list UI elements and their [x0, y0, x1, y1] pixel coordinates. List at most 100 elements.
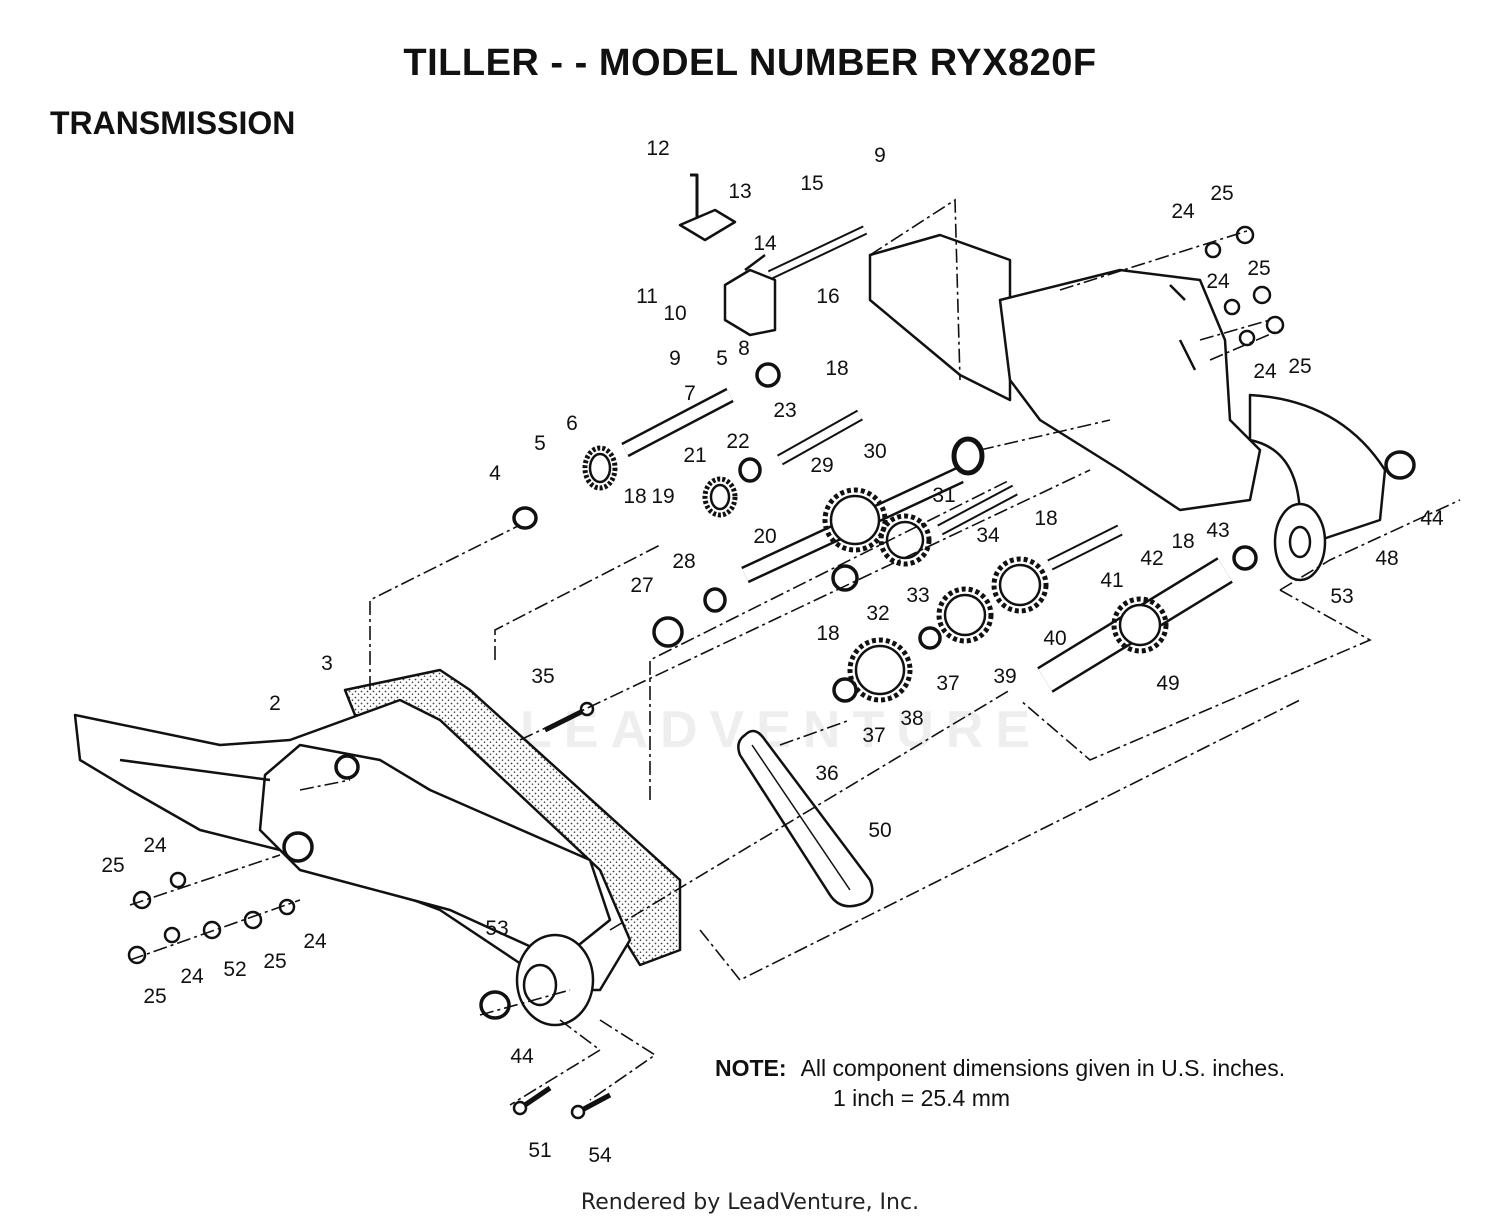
callout-25: 25 [101, 854, 124, 877]
callout-31: 31 [932, 484, 955, 507]
shift-plate-13 [678, 173, 737, 242]
callout-9: 9 [874, 144, 886, 167]
watermark: LEADVENTURE [520, 701, 1043, 759]
callout-13: 13 [728, 180, 751, 203]
note-label: NOTE: [715, 1055, 787, 1081]
callout-42: 42 [1140, 547, 1163, 570]
callout-6: 6 [566, 412, 578, 435]
callout-18: 18 [816, 622, 839, 645]
sprocket-40 [991, 556, 1049, 614]
callout-12: 12 [646, 137, 669, 160]
left-housing-panel [73, 668, 682, 992]
callout-51: 51 [528, 1139, 551, 1162]
callout-23: 23 [773, 399, 796, 422]
callout-36: 36 [815, 762, 838, 785]
callout-7: 7 [684, 382, 696, 405]
sprocket-38 [847, 637, 913, 703]
bushings [282, 362, 1416, 1020]
callout-25: 25 [143, 985, 166, 1008]
sprocket-39 [936, 586, 994, 644]
callout-54: 54 [588, 1144, 612, 1167]
callout-32: 32 [866, 602, 889, 625]
callout-40: 40 [1043, 627, 1066, 650]
sprocket-33 [878, 513, 932, 567]
callout-18: 18 [623, 485, 646, 508]
callout-24: 24 [303, 930, 327, 953]
footer-credit: Rendered by LeadVenture, Inc. [580, 1190, 920, 1215]
gear-21 [702, 476, 738, 518]
note-block: NOTE: All component dimensions given in U… [715, 1053, 1285, 1113]
callout-14: 14 [753, 232, 777, 255]
callout-29: 29 [810, 454, 833, 477]
callout-18: 18 [825, 357, 848, 380]
note-line-2: 1 inch = 25.4 mm [833, 1085, 1011, 1111]
callout-37: 37 [936, 672, 959, 695]
section-title: TRANSMISSION [50, 105, 296, 141]
note-line-1: All component dimensions given in U.S. i… [800, 1055, 1286, 1081]
right-housing-panel [868, 233, 1387, 582]
callout-19: 19 [651, 485, 674, 508]
right-hardware [1204, 225, 1285, 347]
callout-8: 8 [738, 337, 750, 360]
bearing-31 [951, 436, 985, 476]
callout-25: 25 [1247, 257, 1270, 280]
pulley-53-front [515, 933, 595, 1027]
callout-28: 28 [672, 550, 695, 573]
callout-22: 22 [726, 430, 749, 453]
callout-35: 35 [531, 665, 554, 688]
callout-18: 18 [1034, 507, 1057, 530]
callout-20: 20 [753, 525, 776, 548]
callout-24: 24 [143, 834, 167, 857]
callout-15: 15 [800, 172, 823, 195]
callout-18: 18 [1171, 530, 1194, 553]
drive-belt-50 [737, 729, 874, 908]
callout-52: 52 [223, 958, 246, 981]
callout-37: 37 [862, 724, 885, 747]
callout-4: 4 [489, 462, 501, 485]
bolt-51 [512, 1085, 552, 1116]
callout-44: 44 [510, 1045, 534, 1068]
callout-9: 9 [669, 347, 681, 370]
callout-24: 24 [1206, 270, 1230, 293]
callout-49: 49 [1156, 672, 1179, 695]
callout-41: 41 [1100, 569, 1123, 592]
callout-48: 48 [1375, 547, 1398, 570]
callout-44: 44 [1420, 507, 1444, 530]
shaft-41 [1047, 524, 1123, 571]
callout-3: 3 [321, 652, 333, 675]
shaft-7 [621, 387, 734, 458]
callout-2: 2 [269, 692, 281, 715]
assembly-lines [129, 198, 1461, 1106]
callout-16: 16 [816, 285, 839, 308]
bolt-35 [543, 701, 595, 733]
callout-53: 53 [1330, 585, 1353, 608]
callout-50: 50 [868, 819, 891, 842]
callout-25: 25 [263, 950, 286, 973]
callout-25: 25 [1210, 182, 1233, 205]
callout-38: 38 [900, 707, 923, 730]
callout-24: 24 [1171, 200, 1195, 223]
callout-25: 25 [1288, 355, 1311, 378]
sprocket-29 [822, 487, 888, 553]
callout-27: 27 [630, 574, 653, 597]
diagram-title: TILLER - - MODEL NUMBER RYX820F [403, 42, 1097, 84]
callout-24: 24 [1253, 360, 1277, 383]
callout-11: 11 [636, 285, 658, 308]
callouts: 2 3 4 5 5 6 7 8 9 9 10 11 12 13 14 15 16… [101, 137, 1444, 1167]
callout-5: 5 [716, 347, 728, 370]
sprocket-49 [1111, 596, 1169, 654]
callout-53: 53 [485, 917, 508, 940]
callout-24: 24 [180, 965, 204, 988]
callout-30: 30 [863, 440, 886, 463]
shift-rod-16 [767, 225, 868, 280]
bolt-54 [570, 1092, 612, 1120]
gear-6 [582, 445, 618, 491]
callout-10: 10 [663, 302, 686, 325]
callout-43: 43 [1206, 519, 1229, 542]
callout-39: 39 [993, 665, 1016, 688]
callout-21: 21 [683, 444, 706, 467]
shift-bracket-14 [723, 254, 777, 337]
shaft-34 [937, 484, 1018, 536]
shaft-23 [777, 409, 863, 466]
